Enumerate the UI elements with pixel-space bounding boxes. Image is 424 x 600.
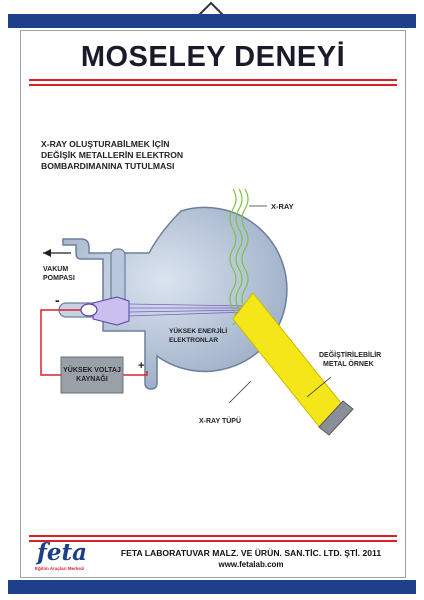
poster: MOSELEY DENEYİ X-RAY OLUŞTURABİLMEK İÇİN…	[20, 30, 406, 578]
electrons-label: ELEKTRONLAR	[169, 337, 218, 344]
title-divider-bottom	[29, 84, 397, 86]
footer-divider-bottom	[29, 540, 397, 542]
top-rail	[8, 14, 416, 28]
minus-sign: -	[55, 292, 60, 308]
metal-sample-label: METAL ÖRNEK	[323, 359, 374, 368]
vacuum-arrow	[43, 249, 71, 257]
vacuum-pump-label: VAKUM	[43, 266, 68, 273]
subtitle-line: BOMBARDIMANINA TUTULMASI	[41, 161, 175, 171]
metal-sample	[232, 292, 354, 436]
high-voltage-label: YÜKSEK VOLTAJ	[63, 365, 121, 374]
title-divider-top	[29, 79, 397, 81]
footer-company: FETA LABORATUVAR MALZ. VE ÜRÜN. SAN.TİC.…	[120, 548, 382, 558]
vacuum-pump-label: POMPASI	[43, 275, 75, 282]
high-voltage-label: KAYNAĞI	[76, 374, 108, 383]
footer-website: www.fetalab.com	[218, 560, 284, 569]
subtitle: X-RAY OLUŞTURABİLMEK İÇİN DEĞİŞİK METALL…	[41, 139, 261, 172]
subtitle-line: DEĞİŞİK METALLERİN ELEKTRON	[41, 150, 184, 160]
logo-text: feta	[37, 539, 88, 566]
metal-sample-label: DEĞİŞTİRİLEBİLİR	[319, 350, 381, 359]
leader-lines	[228, 205, 332, 404]
electron-beam	[92, 296, 248, 326]
high-voltage-source	[60, 356, 124, 394]
bottom-rail	[8, 580, 416, 594]
plus-sign: +	[138, 360, 144, 372]
footer-divider-top	[29, 535, 397, 537]
electrons-label: YÜKSEK ENERJİLİ	[169, 326, 227, 335]
cathode	[80, 303, 98, 317]
page-title: MOSELEY DENEYİ	[80, 41, 346, 73]
moseley-diagram: YÜKSEK VOLTAJ KAYNAĞI X-RAY VAKUM POMPAS…	[40, 188, 381, 436]
logo-tagline: Eğitim Araçları Merkezi	[35, 566, 85, 571]
hanger-icon	[197, 1, 225, 17]
circuit-wires	[40, 309, 148, 376]
feta-logo: feta Eğitim Araçları Merkezi	[33, 539, 99, 573]
subtitle-line: X-RAY OLUŞTURABİLMEK İÇİN	[41, 139, 170, 149]
xray-tube-label: X-RAY TÜPÜ	[199, 416, 241, 425]
xray-label: X-RAY	[271, 202, 294, 211]
